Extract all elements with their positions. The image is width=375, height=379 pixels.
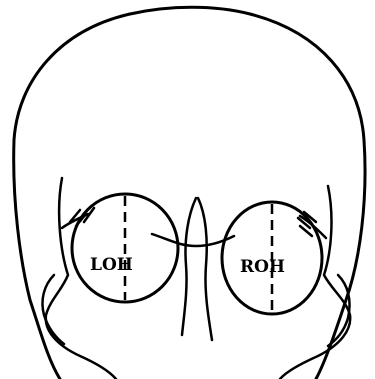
left-ear: [42, 275, 64, 344]
connecting-wire: [152, 234, 234, 246]
center-neck-divide: [182, 198, 196, 335]
right-patch-label: ROH: [240, 257, 285, 277]
center-neck-divide-right: [198, 198, 212, 340]
head-outline: [14, 7, 365, 379]
left-patch-label: LOH: [90, 255, 133, 275]
right-neck-line: [280, 186, 350, 379]
